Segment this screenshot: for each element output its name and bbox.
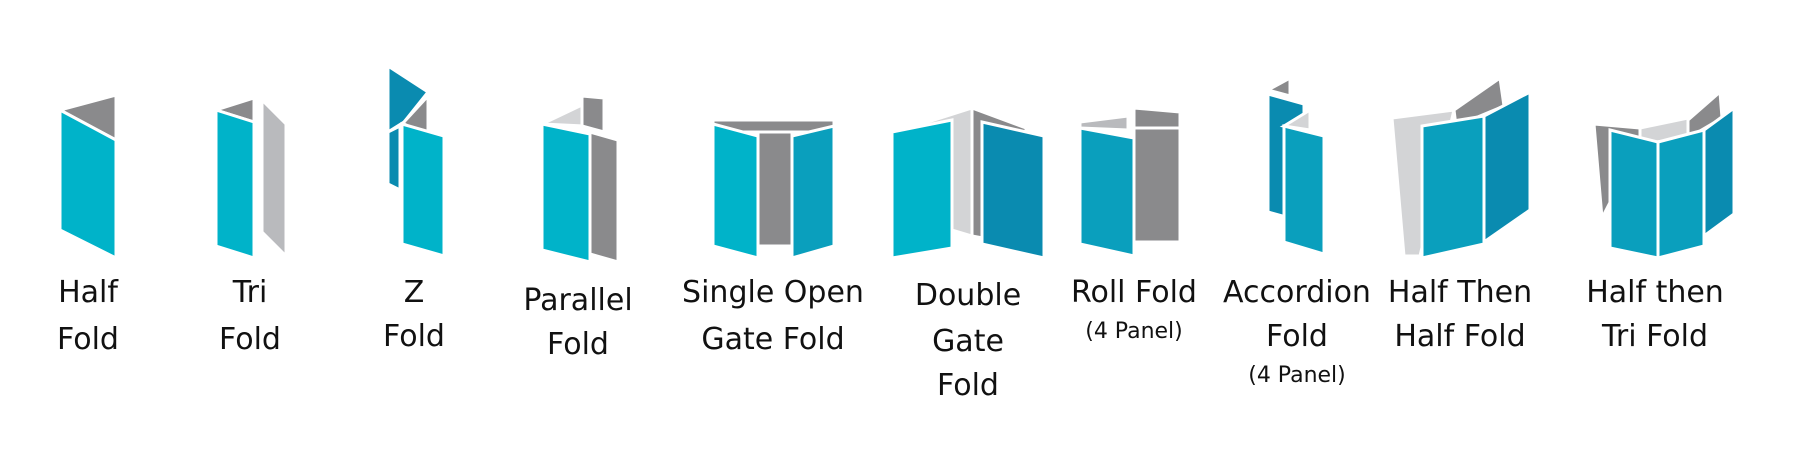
- tri-fold-icon: [211, 95, 288, 261]
- single-open-gate-fold-icon: [711, 118, 836, 260]
- label-double-gate-fold-line-3: Fold: [937, 368, 999, 403]
- label-parallel-fold-line-1: Parallel: [523, 283, 632, 318]
- side-panel: [260, 96, 288, 260]
- label-half-then-tri-fold-line-2: Tri Fold: [1601, 319, 1708, 354]
- top-light-panel: [541, 101, 586, 128]
- label-parallel-fold-line-2: Fold: [547, 327, 609, 362]
- label-accordion-fold-line-1: Accordion: [1223, 275, 1371, 310]
- label-half-then-half-fold-line-2: Half Fold: [1394, 319, 1525, 354]
- label-accordion-fold-line-2: Fold: [1266, 319, 1328, 354]
- front-panel: [1282, 124, 1326, 257]
- front-panel: [214, 107, 256, 261]
- half-fold-icon: [55, 93, 118, 261]
- label-double-gate-fold-line-1: Double: [915, 278, 1021, 313]
- roll-fold-icon: [1078, 106, 1182, 258]
- right-door: [980, 120, 1046, 260]
- z-fold-icon: [386, 63, 446, 258]
- labels-layer: Half Fold Tri Fold Z Fold Parallel Fold …: [57, 275, 1724, 403]
- label-single-open-gate-fold-line-1: Single Open: [682, 275, 864, 310]
- label-single-open-gate-fold-line-2: Gate Fold: [701, 322, 844, 357]
- label-tri-fold-line-1: Tri: [232, 275, 268, 310]
- back-panel: [756, 130, 794, 248]
- left-edge-panel: [386, 123, 402, 193]
- right-blue-panel: [1482, 89, 1532, 245]
- front-right-panel: [1656, 128, 1706, 260]
- top-gray-tab: [1264, 75, 1292, 98]
- top-gray-tab: [1132, 106, 1182, 130]
- front-left-panel: [1608, 128, 1660, 260]
- half-then-half-fold-icon: [1390, 75, 1532, 260]
- front-panel: [58, 107, 118, 261]
- left-door: [890, 118, 954, 260]
- label-half-fold-line-2: Fold: [57, 322, 119, 357]
- half-then-tri-fold-icon: [1592, 88, 1736, 260]
- top-light-panel: [1078, 114, 1130, 132]
- left-door: [711, 122, 760, 260]
- back-panel: [1132, 126, 1182, 244]
- double-gate-fold-icon: [890, 105, 1046, 260]
- label-half-then-half-fold-line-1: Half Then: [1388, 275, 1532, 310]
- front-panel: [540, 122, 592, 264]
- label-z-fold-line-2: Fold: [383, 319, 445, 354]
- label-roll-fold-sub: (4 Panel): [1085, 319, 1183, 344]
- label-double-gate-fold-line-2: Gate: [932, 324, 1004, 359]
- label-tri-fold-line-2: Fold: [219, 322, 281, 357]
- label-z-fold-line-1: Z: [404, 275, 425, 310]
- right-blue-panel: [1702, 105, 1736, 239]
- accordion-fold-icon: [1264, 75, 1326, 257]
- back-panel: [588, 130, 620, 264]
- top-gray-panel: [580, 94, 606, 134]
- front-panel: [1420, 114, 1486, 260]
- front-panel: [400, 122, 446, 258]
- front-panel: [1078, 126, 1136, 258]
- label-half-fold-line-1: Half: [58, 275, 119, 310]
- label-accordion-fold-sub: (4 Panel): [1248, 363, 1346, 388]
- parallel-fold-icon: [540, 94, 620, 264]
- label-roll-fold-line-1: Roll Fold: [1071, 275, 1197, 310]
- label-half-then-tri-fold-line-1: Half then: [1586, 275, 1724, 310]
- right-door: [790, 124, 836, 260]
